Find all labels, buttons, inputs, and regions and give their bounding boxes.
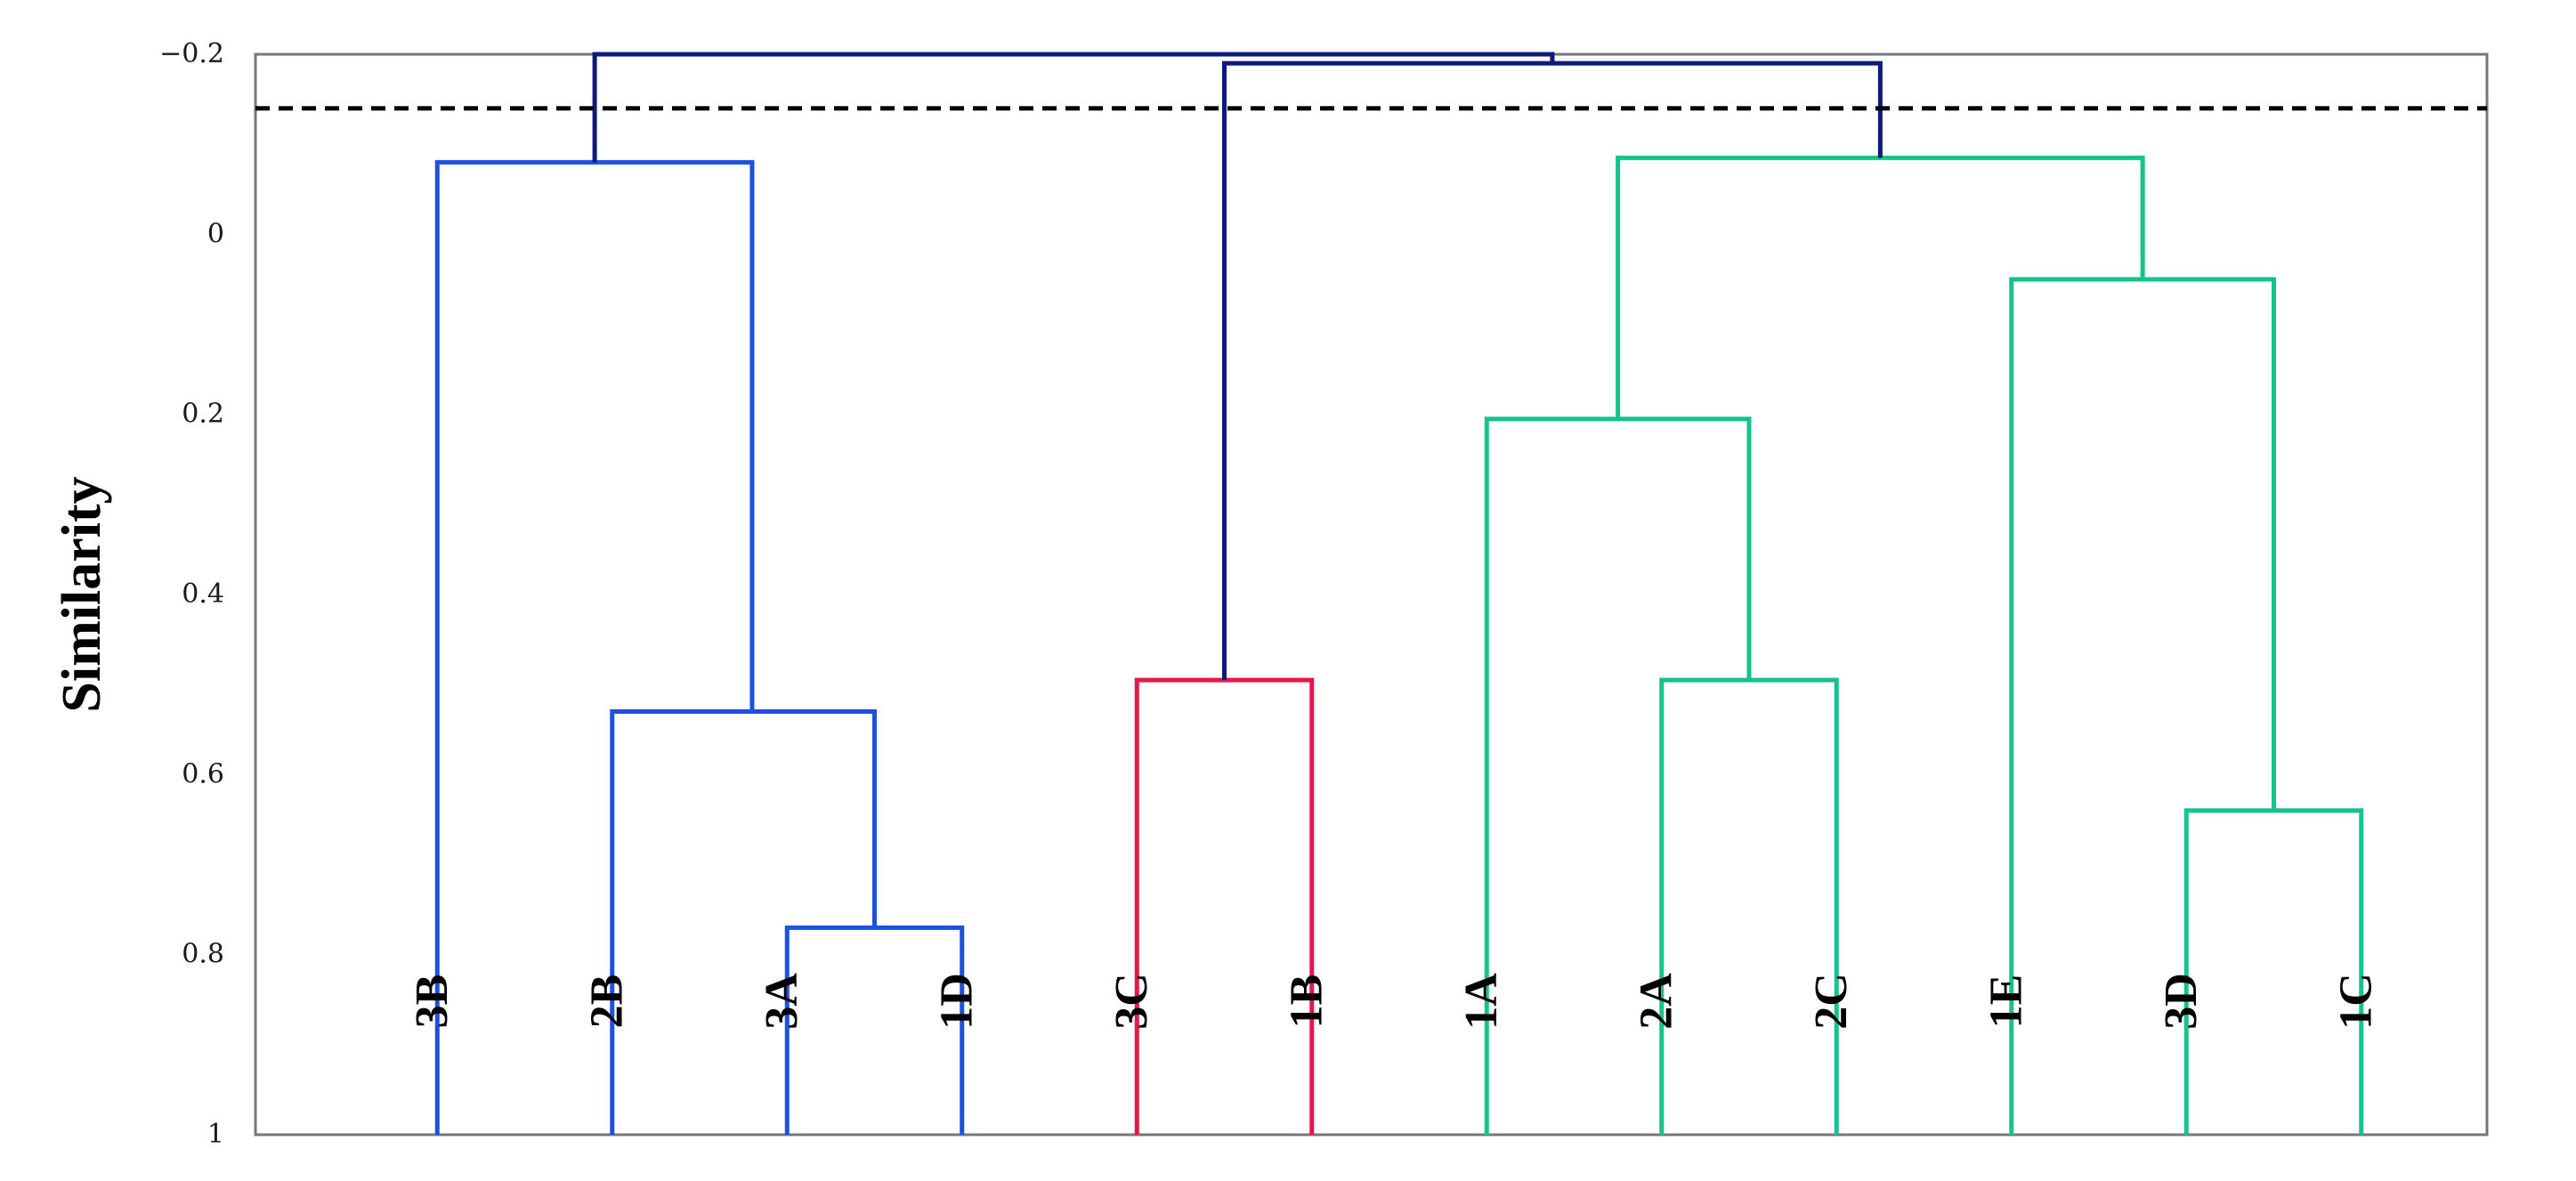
leaf-label: 1C (2330, 973, 2381, 1030)
leaf-label: 2B (581, 975, 632, 1029)
y-axis-ticks: −0.2 0 0.2 0.4 0.6 0.8 1 (159, 38, 224, 1150)
leaf-label: 1B (1281, 975, 1332, 1029)
link-3c-1b (1134, 677, 1315, 1135)
plot-frame (254, 53, 2489, 1137)
link-1a-2a (1484, 417, 1752, 1135)
link-2c-1e (1659, 677, 1839, 1135)
leaf-label: 1E (1981, 975, 2031, 1029)
y-tick-label: −0.2 (159, 38, 224, 69)
link-3a-1d (784, 925, 965, 1135)
leaf-label: 3A (757, 973, 807, 1030)
link-3d-1c (2183, 808, 2364, 1135)
leaf-label: 3B (407, 975, 458, 1029)
leaf-label: 1A (1456, 973, 1507, 1030)
leaf-labels: 3B 2B 3A 1D 3C 1B 1A 2A 2C 1E 3D 1C (407, 973, 2382, 1030)
leaf-label: 2C (1806, 973, 1857, 1030)
link-root (592, 52, 1555, 163)
leaf-label: 3C (1106, 973, 1157, 1030)
y-tick-label: 1 (207, 1119, 224, 1150)
link-green-top (1616, 155, 2145, 419)
y-tick-label: 0 (207, 218, 224, 249)
y-tick-label: 0.8 (182, 939, 224, 970)
leaf-label: 3D (2156, 973, 2207, 1030)
y-tick-label: 0.6 (182, 758, 224, 789)
leaf-label: 1D (931, 973, 982, 1030)
y-tick-label: 0.4 (182, 578, 224, 610)
y-axis-title: Similarity (52, 476, 112, 712)
link-1e-3d1c (2009, 277, 2276, 1135)
link-2b-3a1d (610, 709, 877, 1135)
y-tick-label: 0.2 (182, 399, 224, 430)
link-red-green (1222, 61, 1883, 681)
leaf-label: 2A (1631, 973, 1681, 1030)
dendrogram-links (434, 52, 2364, 1135)
